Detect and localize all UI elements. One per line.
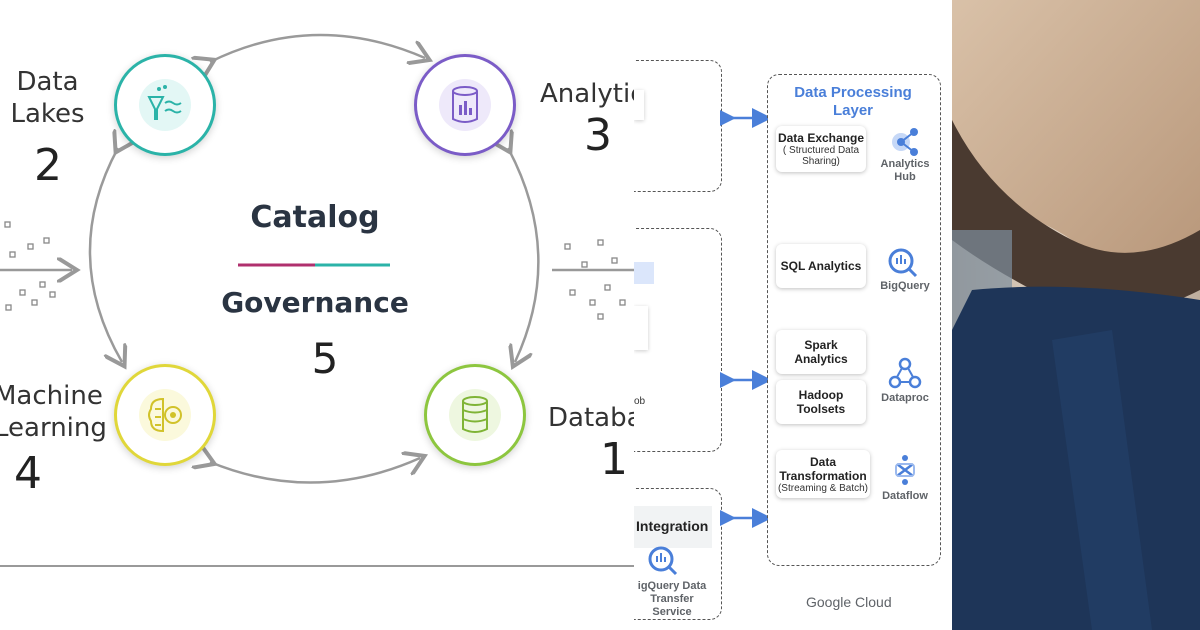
arrow-top (210, 33, 425, 62)
processing-layer-title: Data Processing Layer (794, 84, 912, 119)
google-cloud-logo: Google Cloud (806, 594, 892, 610)
data-exchange-box: Data Exchange ( Structured Data Sharing) (776, 126, 866, 172)
dataflow-label: Dataflow (882, 490, 928, 502)
data-lakes-number: 2 (34, 140, 62, 191)
partial-label: ob (634, 396, 646, 407)
machine-learning-icon (139, 389, 191, 441)
spark-analytics-box: Spark Analytics (776, 330, 866, 374)
bigquery-label: BigQuery (880, 280, 930, 292)
center-subtitle: Governance (221, 286, 409, 319)
dataproc-icon (888, 357, 922, 389)
left-group-bottom (634, 488, 722, 620)
partial-box-mid (634, 306, 648, 350)
data-transformation-box: Data Transformation (Streaming & Batch) (776, 450, 870, 498)
left-group-top (634, 60, 722, 192)
integration-box (634, 506, 712, 548)
sql-analytics-box: SQL Analytics (776, 244, 866, 288)
data-lake-icon (139, 79, 191, 131)
arrow-bottom (210, 458, 420, 484)
data-particles-left (4, 221, 56, 311)
cycle-arrows (0, 33, 634, 567)
processing-layer-group (767, 74, 941, 566)
analytics-number: 3 (584, 110, 612, 161)
arrow-right (508, 148, 540, 362)
data-lakes-label: Data Lakes (10, 67, 85, 129)
dataproc-label: Dataproc (881, 392, 929, 404)
analytics-label: Analytic (540, 79, 634, 109)
machine-learning-label: Machine Learning (0, 381, 107, 443)
bidirectional-arrows (720, 108, 768, 528)
database-icon (449, 389, 501, 441)
center-title: Catalog (250, 200, 380, 235)
hadoop-toolsets-box: Hadoop Toolsets (776, 380, 866, 424)
data-particles-right (564, 239, 626, 320)
person-photo-image (952, 0, 1200, 630)
bigquery-transfer-icon (648, 546, 678, 576)
left-group-middle (634, 228, 722, 452)
database-node (424, 364, 526, 466)
machine-learning-node (114, 364, 216, 466)
machine-learning-number: 4 (14, 448, 42, 499)
analytics-icon (439, 79, 491, 131)
analytics-hub-icon (892, 128, 918, 156)
arrow-left (88, 148, 122, 362)
analytics-hub-label: Analytics Hub (880, 158, 930, 183)
database-number: 1 (600, 434, 628, 485)
database-label: Databa (548, 403, 634, 433)
catalog-diagram-panel: Catalog Governance 5 Data Lakes 2 Analyt… (0, 33, 634, 567)
person-photo (952, 0, 1200, 630)
gcp-architecture-panel: ob Integration igQuery Data Transfer Ser… (634, 0, 952, 630)
partial-box-top (634, 90, 644, 120)
transfer-service-label: igQuery Data Transfer Service (637, 580, 707, 618)
center-number: 5 (311, 334, 339, 383)
analytics-node (414, 54, 516, 156)
bigquery-icon (888, 248, 918, 278)
dataflow-icon (895, 455, 915, 485)
partial-box-blue (634, 262, 654, 284)
integration-title: Integration (636, 518, 709, 534)
data-lakes-node (114, 54, 216, 156)
